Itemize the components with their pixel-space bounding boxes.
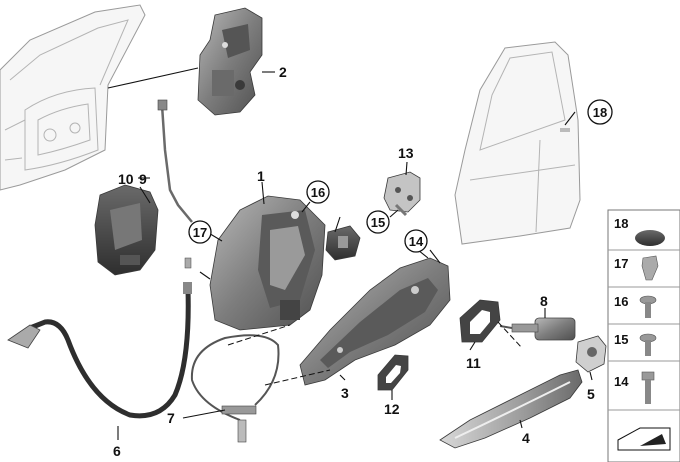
label-part-14: 14 <box>409 234 424 249</box>
gasket-part-11 <box>459 299 501 343</box>
label-part-18: 18 <box>593 105 607 120</box>
striker-part-13 <box>383 171 421 217</box>
handle-carrier-part-3 <box>299 257 451 386</box>
callout-circle-14 <box>404 229 428 253</box>
expansion-nut-icon <box>641 255 659 281</box>
label-part-15: 15 <box>371 215 385 230</box>
screw-icon <box>639 295 657 318</box>
callout-circle-16 <box>306 180 330 204</box>
label-part-6: 6 <box>113 443 121 459</box>
label-part-11: 11 <box>466 355 481 371</box>
door-outer-panel-part-18 <box>454 41 581 245</box>
label-part-1: 1 <box>257 168 265 184</box>
label-part-4: 4 <box>522 430 530 446</box>
cable-part-7 <box>190 334 280 443</box>
outer-handle-part-4 <box>439 369 583 449</box>
label-part-10: 10 <box>118 171 134 187</box>
callout-circle-18 <box>587 99 613 125</box>
clip-part-19 <box>325 225 361 261</box>
label-part-13: 13 <box>398 145 414 161</box>
callout-circle-15 <box>366 210 390 234</box>
fasteners-legend: 18 17 16 15 14 <box>607 209 680 462</box>
door-lock-part-2 <box>197 7 263 116</box>
rod-part-9 <box>157 99 193 223</box>
door-inner-frame <box>0 4 146 191</box>
label-part-5: 5 <box>587 386 595 402</box>
label-part-3: 3 <box>341 385 349 401</box>
legend-item-17: 17 <box>614 256 628 271</box>
end-cap-part-5 <box>575 335 607 373</box>
label-part-12: 12 <box>384 401 400 417</box>
label-part-16: 16 <box>311 185 325 200</box>
label-part-8: 8 <box>540 293 548 309</box>
lock-body-part-1 <box>209 195 326 331</box>
lock-cylinder-part-8 <box>499 317 576 341</box>
gasket-part-12 <box>377 354 409 391</box>
label-part-2: 2 <box>279 64 287 80</box>
flat-screw-icon <box>639 333 657 356</box>
legend-item-14: 14 <box>614 374 629 389</box>
grommet-icon <box>635 230 665 246</box>
label-part-9: 9 <box>139 171 147 187</box>
label-part-17: 17 <box>193 225 207 240</box>
legend-item-16: 16 <box>614 294 628 309</box>
callout-circle-17 <box>188 220 212 244</box>
cable-part-6 <box>7 257 192 419</box>
legend-item-15: 15 <box>614 332 628 347</box>
bolt-icon <box>641 371 655 404</box>
legend-item-18: 18 <box>614 216 628 231</box>
bracket-part-10 <box>94 184 159 276</box>
label-part-7: 7 <box>167 410 175 426</box>
